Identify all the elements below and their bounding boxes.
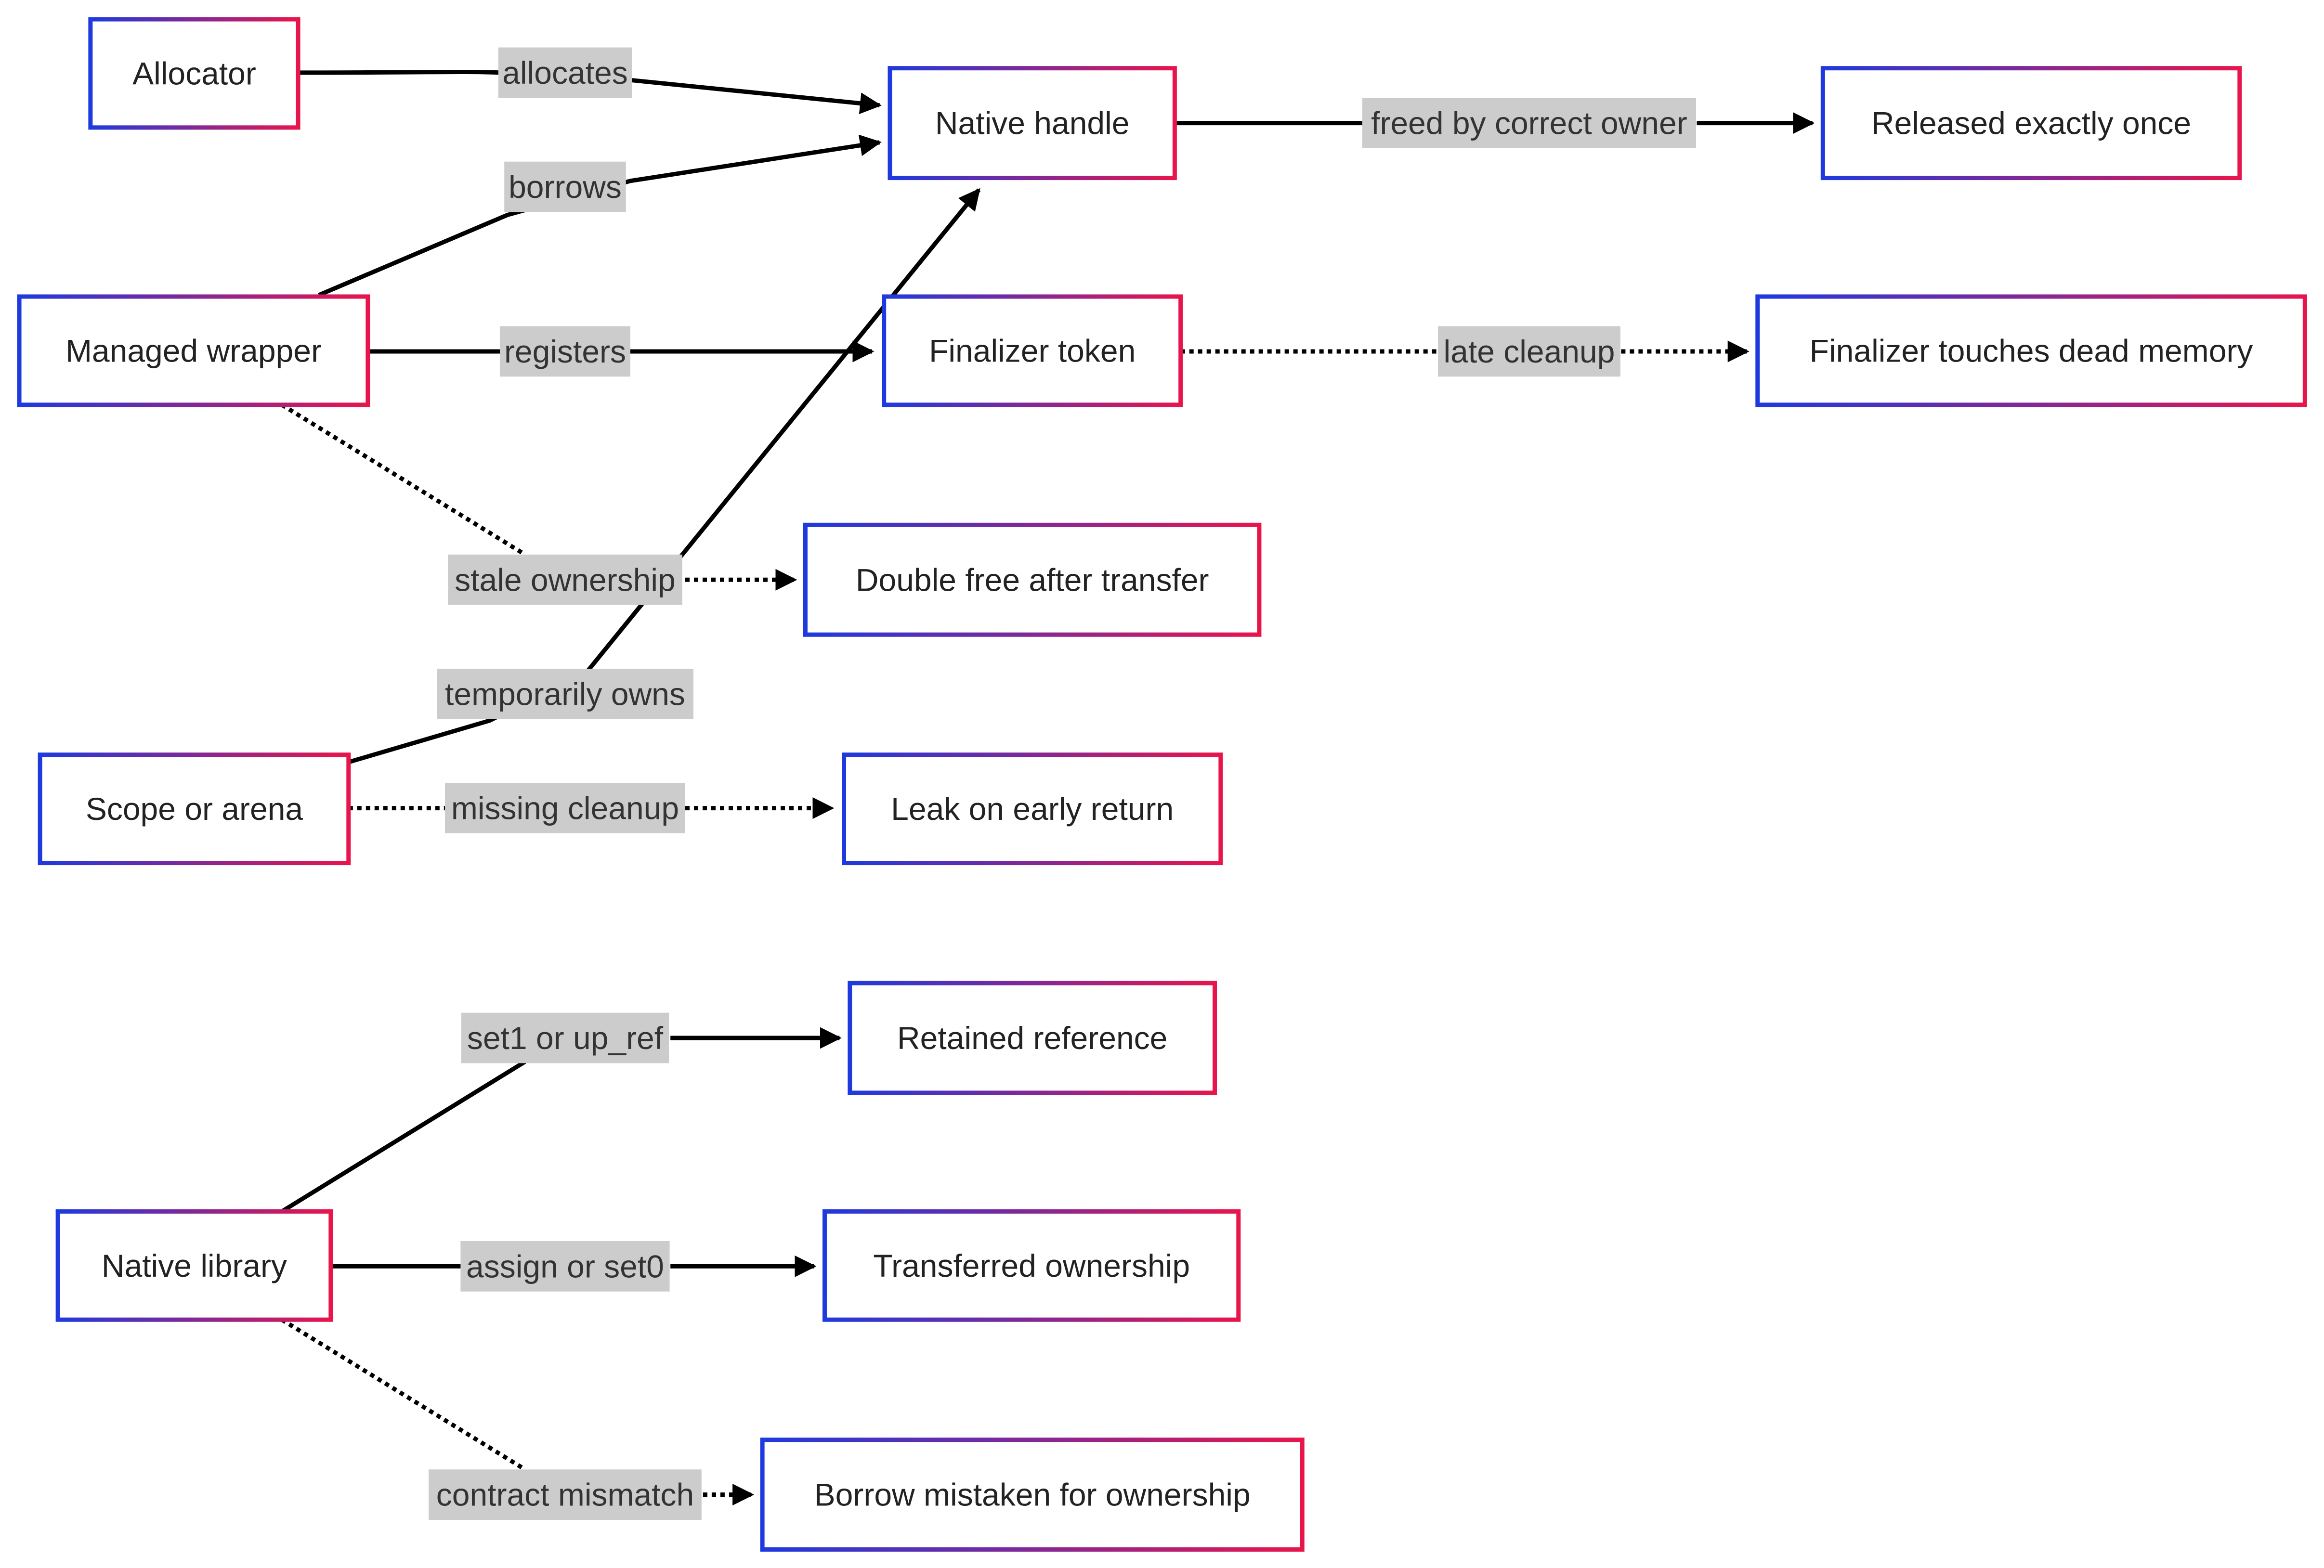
edge-label-text: registers (504, 334, 626, 369)
node-label: Native handle (935, 105, 1130, 141)
edge-label-text: borrows (509, 169, 622, 205)
node-transferred-ownership: Transferred ownership (822, 1209, 1241, 1322)
node-label: Native library (102, 1248, 287, 1283)
edge-label-text: freed by correct owner (1371, 105, 1687, 141)
node-leak-early-return: Leak on early return (842, 752, 1223, 866)
edge-label-text: missing cleanup (451, 790, 679, 826)
node-retained-reference: Retained reference (848, 981, 1217, 1095)
node-label: Double free after transfer (856, 562, 1209, 597)
node-label: Released exactly once (1871, 105, 2191, 141)
edge-label-background (1362, 98, 1696, 148)
node-box (803, 522, 1262, 637)
edge-label-background (445, 783, 685, 833)
edge-label-freed: freed by correct owner (1362, 98, 1696, 148)
edge-label-missing: missing cleanup (445, 783, 685, 833)
node-box (888, 66, 1177, 181)
edge-label-text: contract mismatch (436, 1477, 694, 1513)
node-box (848, 981, 1217, 1095)
node-label: Leak on early return (891, 791, 1174, 827)
edge-label-background (429, 1469, 702, 1520)
node-box (1755, 294, 2307, 407)
node-managed-wrapper: Managed wrapper (17, 294, 370, 407)
edge-label-background (504, 161, 626, 212)
node-allocator: Allocator (88, 17, 300, 130)
node-finalizer-dead-memory: Finalizer touches dead memory (1755, 294, 2307, 407)
node-box (822, 1209, 1241, 1322)
edge-label-text: assign or set0 (466, 1248, 664, 1284)
node-label: Finalizer token (929, 333, 1136, 368)
node-box (842, 752, 1223, 866)
edge-label-text: allocates (502, 55, 628, 91)
edge-contract (280, 1318, 752, 1494)
node-label: Retained reference (897, 1020, 1167, 1056)
edge-label-background (448, 554, 682, 605)
edge-label-background (461, 1012, 669, 1063)
node-label: Managed wrapper (65, 333, 322, 368)
edge-label-temp: temporarily owns (437, 669, 693, 719)
edge-label-stale: stale ownership (448, 554, 682, 605)
node-scope-arena: Scope or arena (38, 752, 351, 866)
node-label: Transferred ownership (873, 1248, 1190, 1283)
node-native-library: Native library (55, 1209, 333, 1322)
edge-label-assign: assign or set0 (460, 1241, 670, 1292)
edge-label-allocates: allocates (498, 47, 632, 98)
edge-allocates (298, 70, 882, 115)
node-label: Allocator (132, 55, 256, 91)
node-box (760, 1438, 1305, 1552)
edge-label-registers: registers (499, 326, 630, 377)
edge-label-background (499, 326, 630, 377)
node-box (17, 294, 370, 407)
edge-labels-layer: allocates borrows registers stale ownership… (429, 47, 1696, 1520)
edge-label-background (1438, 326, 1620, 377)
node-box (1820, 66, 2242, 181)
edge-label-background (460, 1241, 670, 1292)
edge-label-late: late cleanup (1438, 326, 1620, 377)
edge-label-text: set1 or up_ref (467, 1020, 664, 1056)
node-box (55, 1209, 333, 1322)
node-released-once: Released exactly once (1820, 66, 2242, 181)
edge-label-background (498, 47, 632, 98)
edge-label-set1: set1 or up_ref (461, 1012, 669, 1063)
node-label: Finalizer touches dead memory (1810, 333, 2253, 368)
edge-label-text: stale ownership (455, 562, 676, 597)
node-double-free: Double free after transfer (803, 522, 1262, 637)
node-borrow-mistaken: Borrow mistaken for ownership (760, 1438, 1305, 1552)
node-finalizer-token: Finalizer token (882, 294, 1183, 407)
node-label: Scope or arena (86, 791, 303, 827)
node-label: Borrow mistaken for ownership (814, 1477, 1251, 1513)
edge-label-background (437, 669, 693, 719)
edge-set1 (280, 1038, 839, 1214)
edge-label-text: temporarily owns (445, 676, 685, 712)
edge-label-borrows: borrows (504, 161, 626, 212)
node-box (882, 294, 1183, 407)
node-native-handle: Native handle (888, 66, 1177, 181)
node-box (88, 17, 300, 130)
edge-label-text: late cleanup (1444, 334, 1615, 369)
node-box (38, 752, 351, 866)
edge-label-contract: contract mismatch (429, 1469, 702, 1520)
edge-stale (280, 402, 795, 580)
